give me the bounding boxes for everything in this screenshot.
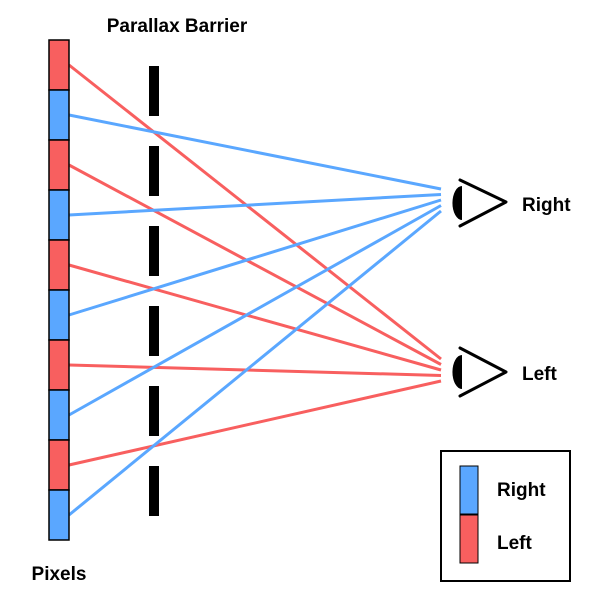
- left-ray: [68, 63, 442, 361]
- pixel-left: [48, 139, 70, 191]
- barrier-segment: [149, 306, 159, 356]
- right-eye-icon: [452, 178, 508, 228]
- parallax-barrier: [149, 66, 159, 516]
- barrier-segment: [149, 146, 159, 196]
- pixels-label: Pixels: [32, 564, 87, 585]
- barrier-segment: [149, 386, 159, 436]
- pixel-right: [48, 189, 70, 241]
- barrier-segment: [149, 66, 159, 116]
- left-ray: [68, 379, 442, 467]
- right-ray: [68, 209, 442, 517]
- legend-label-right: Right: [497, 480, 546, 501]
- left-ray: [68, 263, 442, 372]
- pixel-left: [48, 339, 70, 391]
- left-eye-icon: [452, 346, 508, 398]
- legend-label-left: Left: [497, 533, 533, 554]
- legend: Right Left: [440, 450, 571, 582]
- pixel-left: [48, 439, 70, 491]
- pixel-right: [48, 89, 70, 141]
- pixel-right: [48, 389, 70, 441]
- barrier-segment: [149, 226, 159, 276]
- pixel-left: [48, 39, 70, 91]
- right-ray: [68, 113, 442, 191]
- barrier-segment: [149, 466, 159, 516]
- pixel-right: [48, 289, 70, 341]
- left-eye-label: Left: [522, 364, 558, 385]
- right-ray: [68, 193, 442, 217]
- right-eye-label: Right: [522, 195, 571, 216]
- left-ray: [68, 163, 442, 366]
- legend-swatch-right: [459, 465, 479, 515]
- right-ray: [68, 204, 442, 417]
- barrier-title: Parallax Barrier: [107, 16, 248, 37]
- pixel-left: [48, 239, 70, 291]
- left-ray: [68, 363, 442, 377]
- light-rays: [68, 63, 442, 517]
- right-ray: [68, 198, 442, 317]
- pixel-right: [48, 489, 70, 541]
- pixel-column: [48, 39, 70, 541]
- legend-swatch-left: [459, 514, 479, 564]
